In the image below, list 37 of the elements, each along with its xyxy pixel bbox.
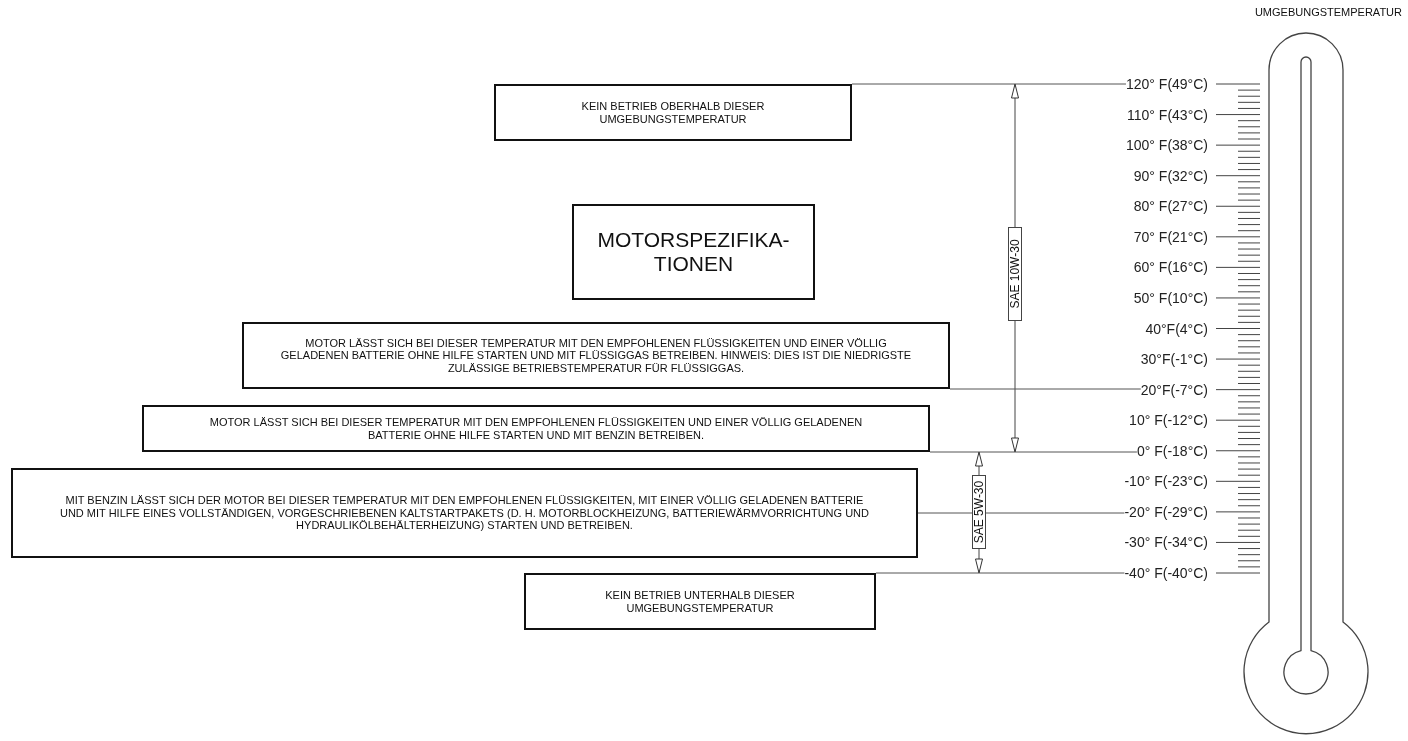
note-box: [494, 84, 852, 141]
title-text: MOTORSPEZIFIKA- TIONEN: [596, 227, 791, 277]
dimension-label: SAE 5W-30: [972, 475, 986, 549]
temperature-label: 20°F(-7°C): [1140, 381, 1208, 398]
note-box: [142, 405, 930, 452]
note-text: MIT BENZIN LÄSST SICH DER MOTOR BEI DIESER TEMPERATUR MIT DEN EMPFOHLENEN FLÜSSIGKEITEN, MIT EINER VÖLLIG GELADENEN BATTERIE UND MIT HILFE EINES VOLLSTÄNDIGEN, VORGESCHRIEBENEN KALTSTARTPAKETS (D. H. MOTORBLOCKHEIZUNG, BATTERIEWÄRMVORRICHTUNG UND HYDRAULIKÖLBEHÄLTERHEIZUNG) STARTEN UND BETREIBEN.: [59, 494, 870, 532]
reference-line: [851, 83, 1127, 85]
title-box: [572, 204, 815, 300]
scale-heading: UMGEBUNGSTEMPERATUR: [1254, 6, 1402, 18]
temperature-label: 10° F(-12°C): [1129, 412, 1208, 429]
reference-line: [875, 572, 1125, 574]
temperature-label: -20° F(-29°C): [1124, 503, 1208, 520]
temperature-label: 70° F(21°C): [1133, 228, 1208, 245]
temperature-label: -30° F(-34°C): [1124, 534, 1208, 551]
temperature-label: 110° F(43°C): [1127, 106, 1208, 123]
temperature-label: 50° F(10°C): [1133, 289, 1208, 306]
temperature-label: 100° F(38°C): [1126, 137, 1208, 154]
temperature-label: 60° F(16°C): [1133, 259, 1208, 276]
temperature-label: 30°F(-1°C): [1140, 351, 1208, 368]
temperature-label: 90° F(32°C): [1133, 167, 1208, 184]
reference-line: [917, 512, 1125, 514]
note-box: [11, 468, 918, 558]
note-text: MOTOR LÄSST SICH BEI DIESER TEMPERATUR MIT DEN EMPFOHLENEN FLÜSSIGKEITEN UND EINER VÖLLIG GELADENEN BATTERIE OHNE HILFE STARTEN UND MIT BENZIN BETREIBEN.: [208, 415, 864, 442]
note-box: [524, 573, 876, 630]
note-text: KEIN BETRIEB OBERHALB DIESER UMGEBUNGSTEMPERATUR: [580, 99, 766, 126]
note-text: KEIN BETRIEB UNTERHALB DIESER UMGEBUNGSTEMPERATUR: [604, 588, 796, 615]
temperature-label: 40°F(4°C): [1145, 320, 1208, 337]
temperature-label: -40° F(-40°C): [1124, 565, 1208, 581]
temperature-label: 80° F(27°C): [1133, 198, 1208, 215]
temperature-label: 120° F(49°C): [1126, 76, 1208, 92]
temperature-label: 0° F(-18°C): [1136, 442, 1208, 459]
reference-line: [929, 451, 1138, 453]
note-text: MOTOR LÄSST SICH BEI DIESER TEMPERATUR MIT DEN EMPFOHLENEN FLÜSSIGKEITEN UND EINER VÖLLIG GELADENEN BATTERIE OHNE HILFE STARTEN UND MIT FLÜSSIGGAS BETREIBEN. HINWEIS: DIES IST DIE NIEDRIGSTE ZULÄSSIGE BETRIEBSTEMPERATUR FÜR FLÜSSIGGAS.: [279, 336, 913, 375]
note-box: [242, 322, 950, 389]
reference-line: [949, 388, 1142, 390]
temperature-label: -10° F(-23°C): [1124, 473, 1208, 490]
dimension-label: SAE 10W-30: [1008, 227, 1022, 321]
